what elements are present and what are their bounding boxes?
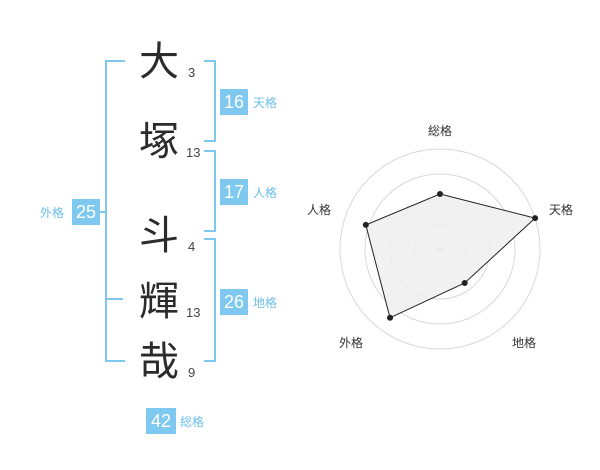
jinkaku-label: 人格	[253, 186, 278, 200]
tenkaku-bracket	[204, 60, 216, 142]
gaikaku-label: 外格	[40, 206, 65, 220]
radar-point-0	[437, 191, 443, 197]
name-char-4: 輝	[139, 279, 179, 325]
tenkaku-label: 天格	[253, 96, 278, 110]
stroke-count-5: 9	[188, 365, 196, 380]
radar-label-tenkaku: 天格	[549, 203, 574, 217]
radar-label-gaikaku: 外格	[339, 336, 364, 350]
name-char-5: 哉	[139, 339, 179, 385]
radar-point-4	[362, 221, 369, 228]
soukaku-value: 42	[146, 408, 176, 434]
chikaku-bracket	[204, 238, 216, 362]
radar-ring-3	[364, 173, 516, 325]
name-char-2: 塚	[139, 119, 179, 165]
radar-point-2	[461, 279, 468, 286]
radar-label-soukaku: 総格	[428, 124, 453, 138]
tenkaku-value: 16	[220, 89, 248, 115]
radar-point-3	[387, 314, 394, 321]
chikaku-value: 26	[220, 289, 248, 315]
radar-point-1	[532, 215, 539, 222]
name-char-3: 斗	[139, 213, 179, 259]
stroke-count-1: 3	[188, 65, 196, 80]
gaikaku-bracket-mid	[105, 298, 123, 300]
name-char-1: 大	[139, 39, 179, 85]
jinkaku-value: 17	[220, 179, 248, 205]
stroke-count-2: 13	[186, 145, 201, 160]
radar-ring-4	[339, 148, 541, 350]
gaikaku-connector	[95, 211, 105, 213]
gaikaku-bracket	[105, 60, 125, 362]
radar-polygon	[365, 193, 537, 319]
soukaku-label: 総格	[180, 415, 205, 429]
chikaku-label: 地格	[253, 296, 278, 310]
stroke-count-4: 13	[186, 305, 201, 320]
radar-label-jinkaku: 人格	[307, 203, 332, 217]
stroke-count-3: 4	[188, 239, 196, 254]
gaikaku-value: 25	[72, 199, 100, 225]
radar-label-chikaku: 地格	[512, 336, 537, 350]
jinkaku-bracket	[204, 150, 216, 232]
